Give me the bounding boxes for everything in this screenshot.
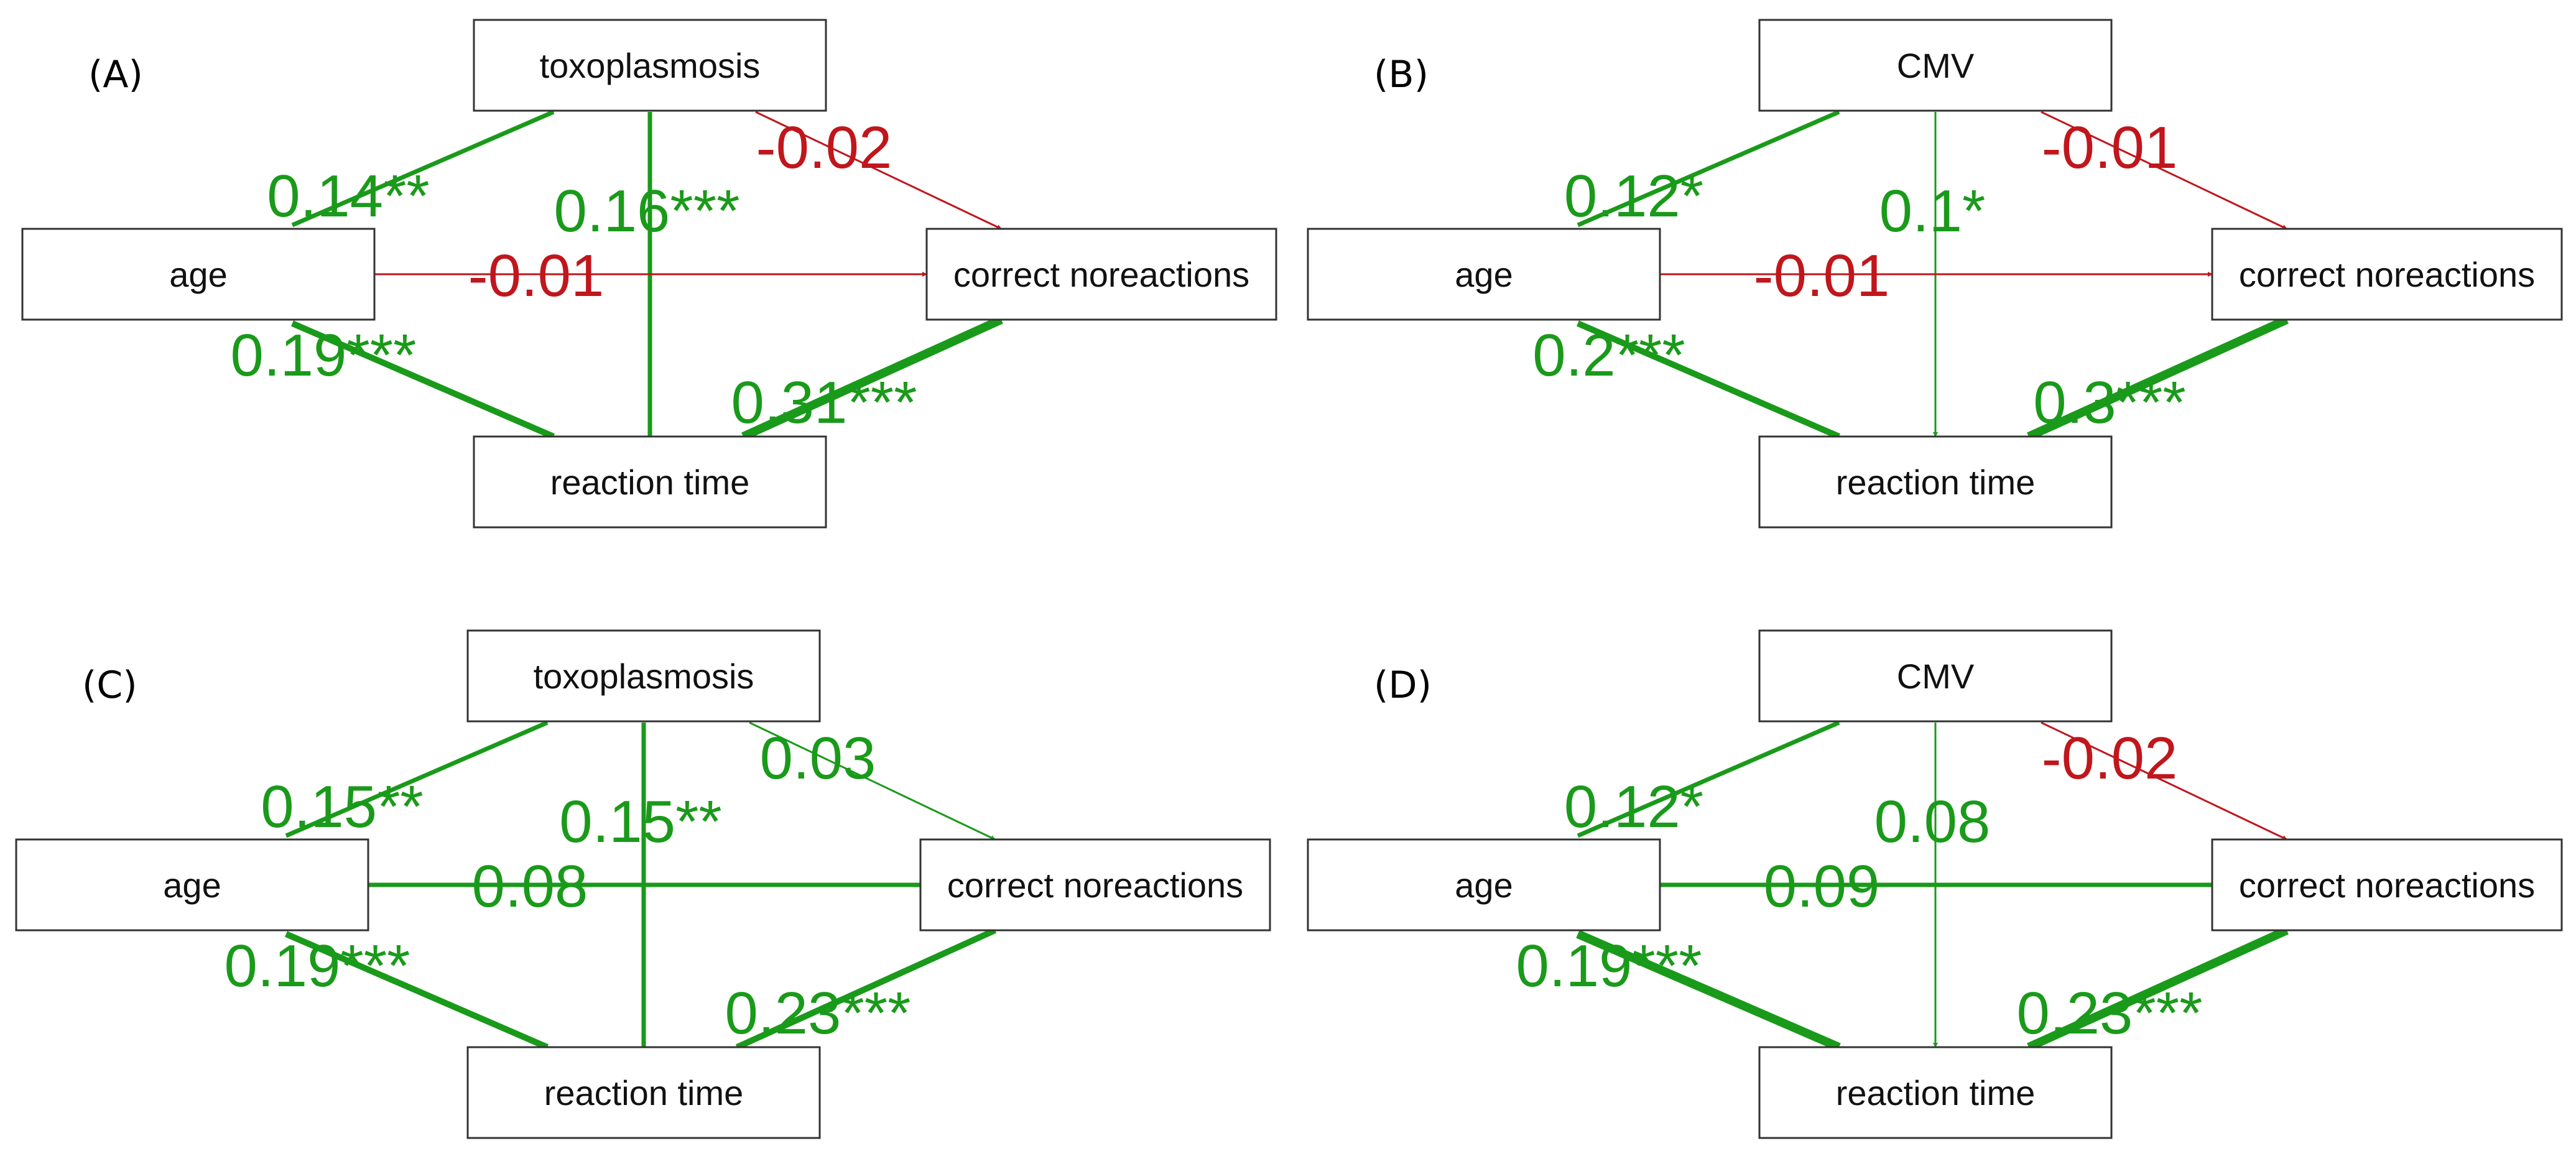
panel-1: CMV age correct noreactions reaction time 0.… (1307, 19, 2563, 529)
node-box-mediator (466, 1046, 821, 1139)
coef-label-pathogen-outcome: -0.02 (756, 114, 892, 181)
node-box-mediator (1758, 1046, 2113, 1139)
coef-label-age-outcome: -0.01 (468, 243, 605, 309)
coef-label-pathogen-mediator: 0.08 (1874, 788, 1991, 855)
coef-label-age-pathogen: 0.15** (261, 774, 424, 840)
node-box-age (1307, 838, 1661, 932)
node-box-outcome (2211, 838, 2563, 932)
node-box-age (21, 228, 376, 321)
edge-pathogen-outcome (749, 721, 996, 841)
node-box-outcome (925, 228, 1277, 321)
node-box-mediator (1758, 435, 2113, 529)
coef-label-age-mediator: 0.19*** (231, 322, 417, 389)
panel-0: toxoplasmosis age correct noreactions react… (21, 19, 1277, 529)
coef-label-age-mediator: 0.19*** (1516, 933, 1702, 999)
edge-pathogen-outcome (2041, 111, 2287, 230)
node-label-outcome: correct noreactions (953, 255, 1249, 294)
node-box-pathogen (473, 19, 827, 112)
node-label-outcome: correct noreactions (2239, 866, 2535, 905)
panel-2: toxoplasmosis age correct noreactions react… (15, 629, 1271, 1139)
edge-age-pathogen (285, 720, 549, 838)
node-label-age: age (1455, 255, 1513, 294)
node-label-pathogen: CMV (1897, 657, 1975, 696)
node-label-mediator: reaction time (544, 1073, 744, 1112)
edge-age-pathogen (1577, 109, 1840, 228)
edge-outcome-mediator (2027, 926, 2289, 1052)
coef-label-age-outcome: 0.09 (1764, 853, 1880, 920)
edge-pathogen-outcome (2041, 721, 2287, 841)
node-box-pathogen (1758, 19, 2113, 112)
node-label-age: age (163, 866, 221, 905)
node-box-pathogen (466, 629, 821, 723)
coef-label-age-pathogen: 0.12* (1564, 774, 1703, 840)
coef-label-age-outcome: -0.01 (1754, 243, 1890, 309)
node-box-outcome (919, 838, 1271, 932)
panel-label: (B) (1374, 53, 1429, 96)
coef-label-pathogen-outcome: -0.02 (2042, 725, 2178, 792)
node-label-mediator: reaction time (550, 463, 750, 502)
edge-age-mediator (1576, 930, 1841, 1052)
node-label-pathogen: CMV (1897, 46, 1975, 85)
node-box-pathogen (1758, 629, 2113, 723)
panel-label: (C) (82, 664, 137, 707)
node-label-outcome: correct noreactions (2239, 255, 2535, 294)
node-box-age (1307, 228, 1661, 321)
panel-label: (D) (1374, 664, 1432, 707)
edge-outcome-mediator (741, 315, 1003, 441)
edge-pathogen-outcome (755, 111, 1002, 230)
node-label-mediator: reaction time (1836, 463, 2036, 502)
coef-label-outcome-mediator: 0.3*** (2033, 369, 2186, 436)
edge-age-mediator (291, 320, 555, 440)
node-label-outcome: correct noreactions (947, 866, 1243, 905)
coef-label-age-pathogen: 0.14** (267, 163, 430, 229)
coef-label-age-mediator: 0.2*** (1532, 322, 1685, 389)
edge-outcome-mediator (735, 927, 997, 1050)
node-label-pathogen: toxoplasmosis (540, 46, 761, 85)
edge-age-mediator (1577, 320, 1840, 440)
edge-age-pathogen (291, 109, 555, 228)
coef-label-pathogen-outcome: -0.01 (2042, 114, 2178, 181)
node-box-outcome (2211, 228, 2563, 321)
node-box-mediator (473, 435, 827, 529)
edge-age-mediator (285, 931, 549, 1050)
coef-label-age-pathogen: 0.12* (1564, 163, 1703, 229)
node-label-age: age (1455, 866, 1513, 905)
edge-outcome-mediator (2027, 315, 2289, 441)
node-label-pathogen: toxoplasmosis (534, 657, 754, 696)
node-label-mediator: reaction time (1836, 1073, 2036, 1112)
coef-label-outcome-mediator: 0.23*** (725, 980, 911, 1047)
coef-label-outcome-mediator: 0.31*** (731, 369, 917, 436)
coef-label-pathogen-mediator: 0.16*** (554, 178, 740, 244)
panel-label: (A) (88, 53, 143, 96)
coef-label-pathogen-mediator: 0.15** (559, 788, 722, 855)
coef-label-outcome-mediator: 0.23*** (2017, 980, 2203, 1047)
edge-age-pathogen (1577, 720, 1840, 838)
coef-label-pathogen-outcome: 0.03 (760, 725, 876, 792)
panel-3: CMV age correct noreactions reaction time 0.… (1307, 629, 2563, 1139)
node-box-age (15, 838, 369, 932)
node-label-age: age (169, 255, 227, 294)
coef-label-pathogen-mediator: 0.1* (1879, 178, 1986, 244)
coef-label-age-mediator: 0.19*** (225, 933, 410, 999)
coef-label-age-outcome: 0.08 (472, 853, 588, 920)
